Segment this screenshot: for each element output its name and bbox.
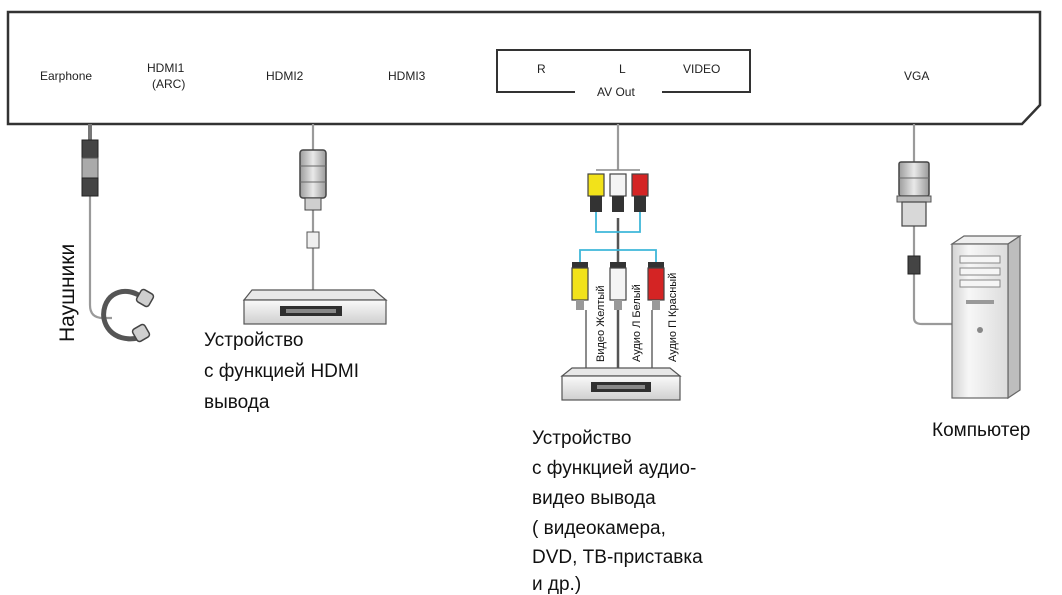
- port-hdmi1-arc-label: (ARC): [152, 77, 185, 91]
- port-l-label: L: [619, 62, 626, 76]
- port-vga-label: VGA: [904, 69, 929, 83]
- rca-red-plug-icon: [631, 173, 649, 197]
- computer-label: Компьютер: [932, 420, 1030, 441]
- av-out-bracket: [496, 49, 751, 93]
- av-cable-label-audio-right: Аудио П Красный: [667, 273, 679, 362]
- av-cable: [579, 124, 657, 368]
- vga-cable: [912, 124, 952, 326]
- av-bottom-plugs: [571, 262, 665, 310]
- av-device-caption-line: Устройство: [532, 428, 631, 449]
- hdmi-device-icon: [242, 289, 388, 325]
- port-r-label: R: [537, 62, 546, 76]
- av-device-caption-line: с функцией аудио-: [532, 458, 696, 479]
- tv-back-panel: [6, 10, 1042, 126]
- av-device-caption-line: ( видеокамера,: [532, 518, 666, 539]
- headphones-label: Наушники: [56, 244, 79, 342]
- port-labels: Earphone HDMI1 (ARC) HDMI2 HDMI3 R L VID…: [40, 49, 929, 99]
- av-splitter-wire-top: [595, 212, 641, 233]
- av-device-caption-line: видео вывода: [532, 488, 656, 509]
- av-top-plugs: [587, 169, 649, 212]
- vga-plug-icon: [896, 161, 932, 275]
- hdmi-device-caption-line: Устройство: [204, 330, 303, 351]
- hdmi-device-caption-line: вывода: [204, 392, 270, 413]
- port-video-label: VIDEO: [683, 62, 720, 76]
- av-cable-labels: Видео Желтый Аудио Л Белый Аудио П Красн…: [595, 273, 679, 362]
- computer-tower-icon: [950, 234, 1022, 400]
- rca-yellow-plug-icon: [571, 267, 589, 301]
- av-device-icon: [560, 367, 682, 401]
- rca-white-plug-icon: [609, 173, 627, 197]
- port-av-out-label: AV Out: [597, 85, 635, 99]
- rca-red-plug-icon: [647, 267, 665, 301]
- av-cable-label-video: Видео Желтый: [595, 286, 607, 362]
- port-hdmi2-label: HDMI2: [266, 69, 304, 83]
- port-hdmi1-label: HDMI1: [147, 61, 185, 75]
- av-device-caption-line: и др.): [532, 574, 581, 595]
- hdmi-device-caption: Устройство с функцией HDMI вывода: [204, 330, 359, 413]
- av-splitter-wire-bottom: [579, 249, 657, 262]
- av-cable-label-audio-left: Аудио Л Белый: [631, 284, 643, 362]
- rca-yellow-plug-icon: [587, 173, 605, 197]
- rca-white-plug-icon: [609, 267, 627, 301]
- headphones-icon: [101, 288, 155, 343]
- earphone-plug-icon: [81, 124, 99, 197]
- av-device-caption: Устройство с функцией аудио- видео вывод…: [532, 428, 703, 595]
- port-earphone-label: Earphone: [40, 69, 92, 83]
- port-hdmi3-label: HDMI3: [388, 69, 426, 83]
- hdmi-device-caption-line: с функцией HDMI: [204, 361, 359, 382]
- hdmi-plug-icon: [299, 149, 327, 249]
- av-device-caption-line: DVD, ТВ-приставка: [532, 547, 703, 568]
